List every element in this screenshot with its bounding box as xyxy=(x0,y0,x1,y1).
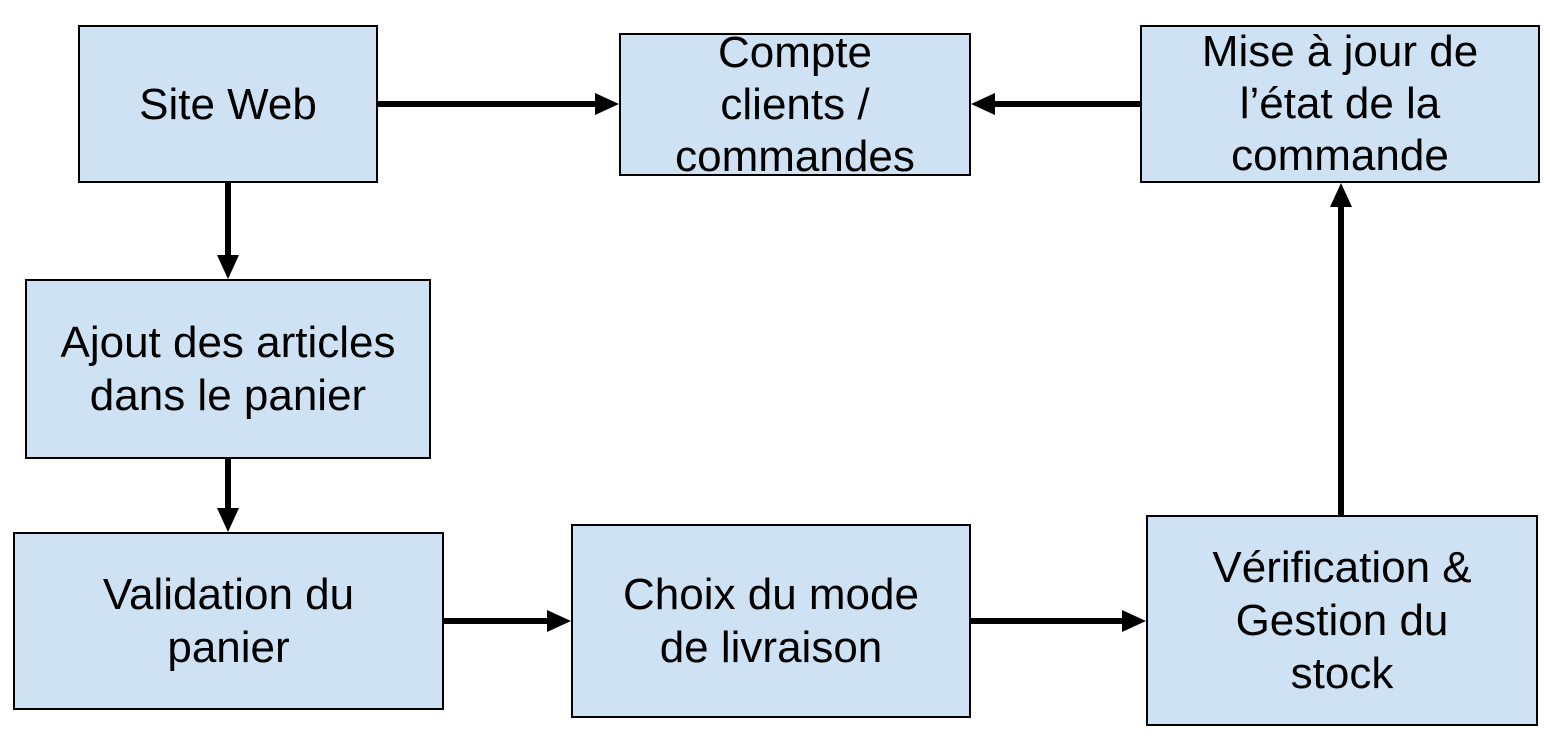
arrow-head xyxy=(971,93,995,115)
node-mise-a-jour-commande: Mise à jour de l’état de la commande xyxy=(1140,25,1540,183)
arrow-head xyxy=(1330,183,1352,207)
node-verification-label: Vérification & Gestion du stock xyxy=(1212,543,1472,698)
node-site-web-label: Site Web xyxy=(139,79,317,129)
node-mise-a-jour-label: Mise à jour de l’état de la commande xyxy=(1201,27,1479,180)
arrow-site-web-to-compte xyxy=(378,93,619,115)
arrow-head xyxy=(547,610,571,632)
node-site-web: Site Web xyxy=(78,25,378,183)
node-validation-label: Validation du panier xyxy=(102,570,355,672)
arrow-validation-to-choix xyxy=(444,610,571,632)
arrow-head xyxy=(595,93,619,115)
arrow-head xyxy=(217,255,239,279)
node-ajout-articles-panier: Ajout des articles dans le panier xyxy=(25,279,431,459)
arrow-verification-to-mise-a-jour xyxy=(1330,183,1352,515)
arrow-head xyxy=(217,508,239,532)
node-ajout-label: Ajout des articles dans le panier xyxy=(60,318,396,420)
node-choix-mode-livraison: Choix du mode de livraison xyxy=(571,524,971,718)
arrow-layer xyxy=(217,93,1352,632)
node-compte-clients-commandes: Compte clients / commandes xyxy=(619,33,971,176)
node-choix-label: Choix du mode de livraison xyxy=(623,570,919,672)
arrow-mise-a-jour-to-compte xyxy=(971,93,1140,115)
arrow-head xyxy=(1122,610,1146,632)
node-validation-panier: Validation du panier xyxy=(13,532,444,710)
arrow-ajout-to-validation xyxy=(217,459,239,532)
node-verification-gestion-stock: Vérification & Gestion du stock xyxy=(1146,515,1538,726)
arrow-choix-to-verification xyxy=(971,610,1146,632)
node-compte-label: Compte clients / commandes xyxy=(675,33,915,176)
arrow-site-web-to-ajout xyxy=(217,183,239,279)
